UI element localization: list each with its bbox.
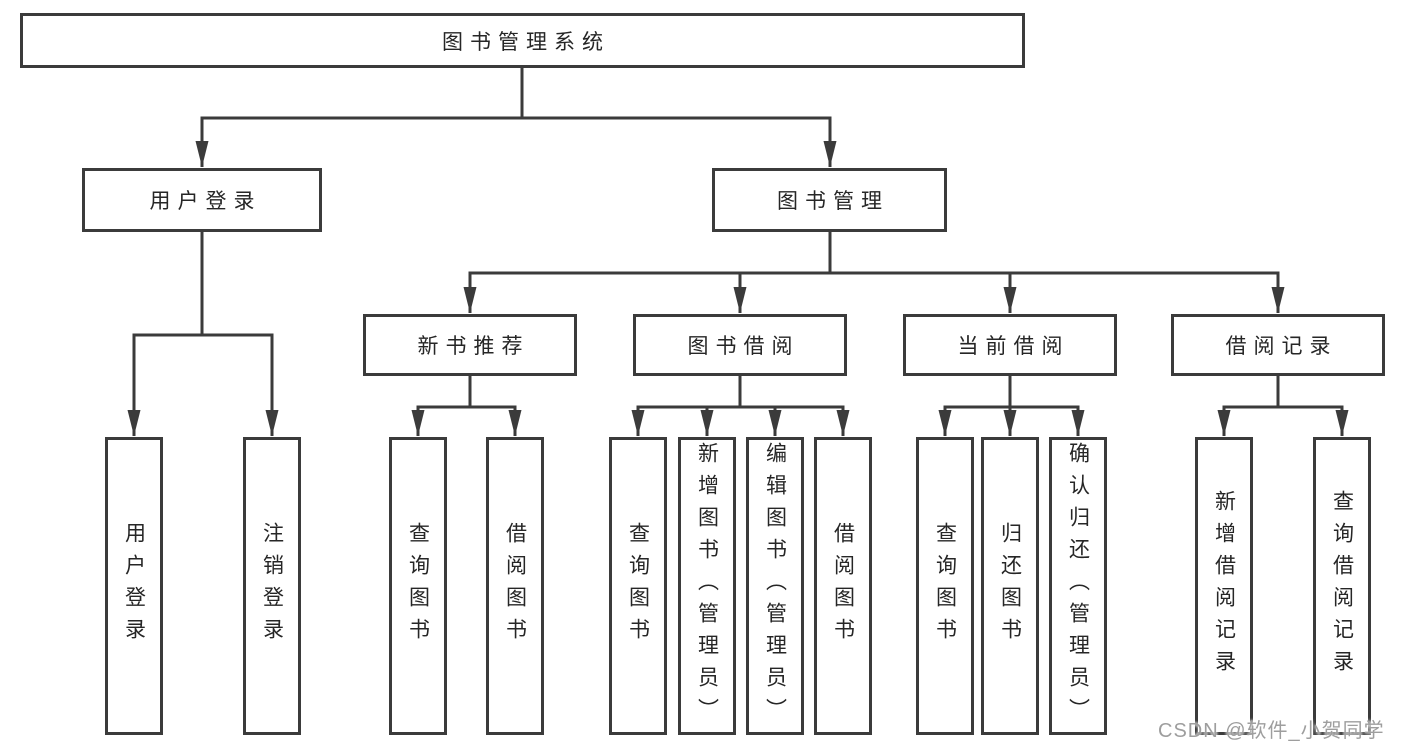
node-new-book-recommendation: 新书推荐 — [363, 314, 577, 376]
node-label: 借阅记录 — [1225, 335, 1338, 358]
leaf-logout: 注销登录 — [243, 437, 301, 735]
leaf-borrow-books-rec: 借阅图书 — [486, 437, 544, 735]
leaf-query-borrow-record: 查询借阅记录 — [1313, 437, 1371, 735]
node-label: 借阅图书 — [503, 522, 527, 650]
node-user-login: 用户登录 — [82, 168, 322, 232]
node-label: 归还图书 — [998, 522, 1022, 650]
leaf-confirm-return-admin: 确认归还（管理员） — [1049, 437, 1107, 735]
node-label: 图书管理 — [777, 190, 889, 213]
leaf-user-login: 用户登录 — [105, 437, 163, 735]
node-label: 借阅图书 — [831, 522, 855, 650]
connector-user-login-children — [127, 232, 279, 436]
node-label: 查询借阅记录 — [1330, 490, 1354, 682]
connector-new-book-rec-children — [411, 375, 522, 436]
node-label: 新书推荐 — [417, 335, 530, 358]
leaf-edit-book-admin: 编辑图书（管理员） — [746, 437, 804, 735]
node-current-borrowing: 当前借阅 — [903, 314, 1117, 376]
connector-book-mgmt-children — [463, 232, 1285, 313]
leaf-add-borrow-record: 新增借阅记录 — [1195, 437, 1253, 735]
leaf-add-book-admin: 新增图书（管理员） — [678, 437, 736, 735]
node-label: 编辑图书（管理员） — [763, 442, 787, 730]
node-label: 当前借阅 — [957, 335, 1070, 358]
leaf-return-book: 归还图书 — [981, 437, 1039, 735]
connector-borrow-records-children — [1217, 375, 1349, 436]
node-book-borrowing: 图书借阅 — [633, 314, 847, 376]
csdn-watermark: CSDN @软件_小贺同学 — [1158, 720, 1385, 742]
node-label: 查询图书 — [626, 522, 650, 650]
node-label: 新增图书（管理员） — [695, 442, 719, 730]
node-label: 注销登录 — [260, 522, 284, 650]
node-book-management: 图书管理 — [712, 168, 947, 232]
leaf-borrow-books: 借阅图书 — [814, 437, 872, 735]
leaf-query-books-current: 查询图书 — [916, 437, 974, 735]
connector-current-borrow-children — [938, 375, 1085, 436]
node-label: 新增借阅记录 — [1212, 490, 1236, 682]
node-label: 用户登录 — [122, 522, 146, 650]
node-label: 用户登录 — [149, 190, 262, 213]
node-label: 确认归还（管理员） — [1066, 442, 1090, 730]
node-label: 图书管理系统 — [442, 30, 610, 54]
node-label: 查询图书 — [406, 522, 430, 650]
leaf-query-books-borrow: 查询图书 — [609, 437, 667, 735]
leaf-query-books-rec: 查询图书 — [389, 437, 447, 735]
connector-book-borrow-children — [631, 375, 850, 436]
connector-root-to-level2 — [195, 67, 837, 167]
node-label: 查询图书 — [933, 522, 957, 650]
node-label: 图书借阅 — [687, 335, 800, 358]
node-root-library-system: 图书管理系统 — [20, 13, 1025, 68]
node-borrowing-records: 借阅记录 — [1171, 314, 1385, 376]
